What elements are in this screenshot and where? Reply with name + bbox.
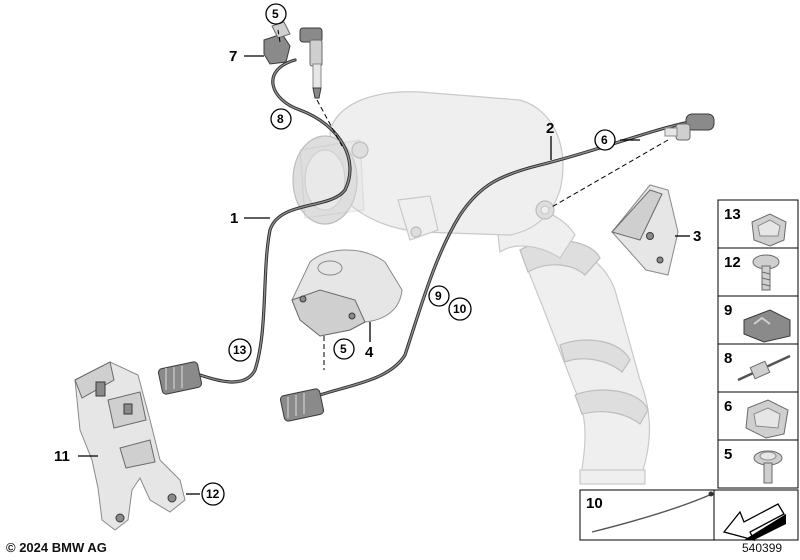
svg-text:9: 9 bbox=[435, 289, 442, 303]
legend-item-8: 8 bbox=[717, 343, 799, 393]
callout-11: 11 bbox=[54, 448, 70, 465]
heat-shield-part-3 bbox=[611, 184, 679, 276]
svg-text:13: 13 bbox=[724, 206, 741, 223]
callout-9: 9 bbox=[428, 285, 450, 307]
callout-1: 1 bbox=[230, 210, 238, 227]
upper-exhaust-sensor bbox=[299, 27, 323, 99]
callout-3: 3 bbox=[693, 228, 701, 245]
parts-legend: 13 12 9 8 6 bbox=[717, 199, 799, 489]
svg-text:12: 12 bbox=[206, 487, 220, 501]
callout-8: 8 bbox=[270, 108, 292, 130]
control-unit-bracket-part-11 bbox=[74, 361, 186, 531]
heat-shield-part-4 bbox=[291, 249, 403, 337]
callout-2: 2 bbox=[546, 120, 554, 137]
connector-plug-lower bbox=[279, 388, 325, 422]
callout-4: 4 bbox=[365, 344, 374, 361]
copyright-text: © 2024 BMW AG bbox=[6, 540, 107, 555]
legend-item-6: 6 bbox=[717, 391, 799, 441]
legend-item-10: 10 bbox=[579, 489, 715, 541]
svg-text:10: 10 bbox=[453, 302, 467, 316]
callout-5-top: 5 bbox=[265, 3, 287, 25]
callout-7: 7 bbox=[229, 48, 237, 65]
legend-item-13: 13 bbox=[717, 199, 799, 249]
callout-12: 12 bbox=[201, 482, 225, 506]
callout-6: 6 bbox=[594, 129, 616, 151]
install-line-holder bbox=[277, 29, 281, 43]
install-line-upper-sensor bbox=[316, 99, 343, 147]
install-line-right-sensor bbox=[549, 139, 669, 209]
svg-text:10: 10 bbox=[586, 495, 603, 512]
right-exhaust-sensor bbox=[664, 113, 715, 141]
svg-text:13: 13 bbox=[233, 343, 247, 357]
svg-text:8: 8 bbox=[277, 112, 284, 126]
svg-text:5: 5 bbox=[272, 7, 279, 21]
sensor-holder-part-7 bbox=[263, 21, 291, 65]
connector-plug-left bbox=[157, 361, 203, 395]
legend-item-9: 9 bbox=[717, 295, 799, 345]
orientation-arrow-icon bbox=[713, 489, 799, 541]
svg-text:8: 8 bbox=[724, 350, 732, 367]
svg-text:6: 6 bbox=[601, 133, 608, 147]
legend-item-5: 5 bbox=[717, 439, 799, 489]
callout-13: 13 bbox=[228, 338, 252, 362]
diagram-id: 540399 bbox=[742, 541, 783, 555]
svg-text:6: 6 bbox=[724, 398, 732, 415]
callout-10: 10 bbox=[448, 297, 472, 321]
svg-text:12: 12 bbox=[724, 254, 741, 271]
legend-item-12: 12 bbox=[717, 247, 799, 297]
svg-text:9: 9 bbox=[724, 302, 732, 319]
callout-5-mid: 5 bbox=[333, 338, 355, 360]
svg-text:5: 5 bbox=[340, 342, 347, 356]
svg-text:5: 5 bbox=[724, 446, 732, 463]
